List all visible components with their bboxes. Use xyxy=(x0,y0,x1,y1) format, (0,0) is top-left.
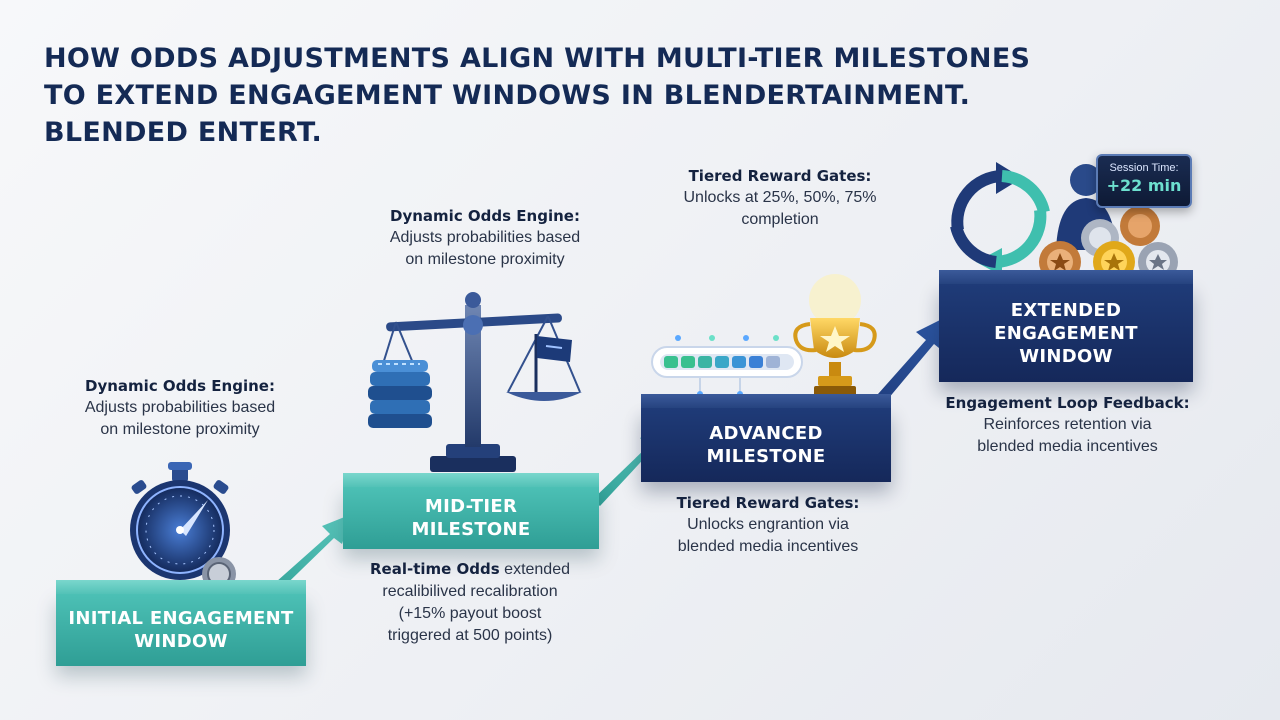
step-mid-tier-milestone: MID-TIER MILESTONE xyxy=(343,473,599,549)
step-top-face xyxy=(641,394,891,408)
step-advanced-milestone: ADVANCED MILESTONE xyxy=(641,394,891,482)
title-line-3: BLENDED ENTERT. xyxy=(44,117,323,148)
page-title: HOW ODDS ADJUSTMENTS ALIGN WITH MULTI-TI… xyxy=(44,40,1224,151)
chip-stack-icon xyxy=(368,360,432,428)
flag-icon xyxy=(534,334,572,392)
annotation-heading: Tiered Reward Gates: xyxy=(676,494,860,512)
annotation-body: Reinforces retention via blended media i… xyxy=(977,416,1158,455)
step-extended-engagement-window: EXTENDED ENGAGEMENT WINDOW xyxy=(939,270,1193,382)
annotation-reward-gates-top: Tiered Reward Gates: Unlocks at 25%, 50%… xyxy=(665,165,895,231)
annotation-first-line: Real-time Odds extended xyxy=(345,558,595,581)
annotation-heading: Real-time Odds xyxy=(370,560,500,578)
refresh-loop-icon xyxy=(950,162,1050,276)
title-line-2: TO EXTEND ENGAGEMENT WINDOWS IN BLENDERT… xyxy=(44,80,971,111)
annotation-inline-text: extended xyxy=(499,561,570,578)
session-time-badge: Session Time: +22 min xyxy=(1096,154,1192,208)
trophy-icon xyxy=(793,274,877,396)
step-top-face xyxy=(939,270,1193,284)
annotation-body: Unlocks engrantion via blended media inc… xyxy=(677,516,859,555)
annotation-realtime-odds: Real-time Odds extended recalibilived re… xyxy=(345,558,595,647)
step-label: ADVANCED MILESTONE xyxy=(706,423,826,467)
stopwatch-icon xyxy=(130,462,230,580)
progress-bar-icon xyxy=(651,335,803,397)
annotation-reward-gates-bottom: Tiered Reward Gates: Unlocks engrantion … xyxy=(648,492,888,558)
annotation-heading: Dynamic Odds Engine: xyxy=(390,207,580,225)
annotation-heading: Engagement Loop Feedback: xyxy=(945,394,1190,412)
step-label: EXTENDED ENGAGEMENT WINDOW xyxy=(994,299,1138,367)
step-initial-engagement-window: INITIAL ENGAGEMENT WINDOW xyxy=(56,580,306,666)
step-top-face xyxy=(56,580,306,594)
title-line-1: HOW ODDS ADJUSTMENTS ALIGN WITH MULTI-TI… xyxy=(44,43,1031,74)
annotation-heading: Tiered Reward Gates: xyxy=(688,167,872,185)
annotation-odds-engine-left: Dynamic Odds Engine: Adjusts probabiliti… xyxy=(50,375,310,441)
session-time-label: Session Time: xyxy=(1109,162,1179,174)
annotation-body: Adjusts probabilities based on milestone… xyxy=(84,399,276,438)
step-label: MID-TIER MILESTONE xyxy=(411,496,531,540)
annotation-body: Unlocks at 25%, 50%, 75% completion xyxy=(683,189,877,228)
annotation-body: Adjusts probabilities based on milestone… xyxy=(389,229,581,268)
balance-scale-icon xyxy=(377,292,582,472)
session-time-value: +22 min xyxy=(1106,176,1182,195)
step-top-face xyxy=(343,473,599,487)
step-label: INITIAL ENGAGEMENT WINDOW xyxy=(68,608,294,652)
annotation-loop-feedback: Engagement Loop Feedback: Reinforces ret… xyxy=(940,392,1195,458)
annotation-heading: Dynamic Odds Engine: xyxy=(85,377,275,395)
annotation-odds-engine-mid: Dynamic Odds Engine: Adjusts probabiliti… xyxy=(355,205,615,271)
annotation-body: recalibilived recalibration (+15% payout… xyxy=(382,583,558,644)
